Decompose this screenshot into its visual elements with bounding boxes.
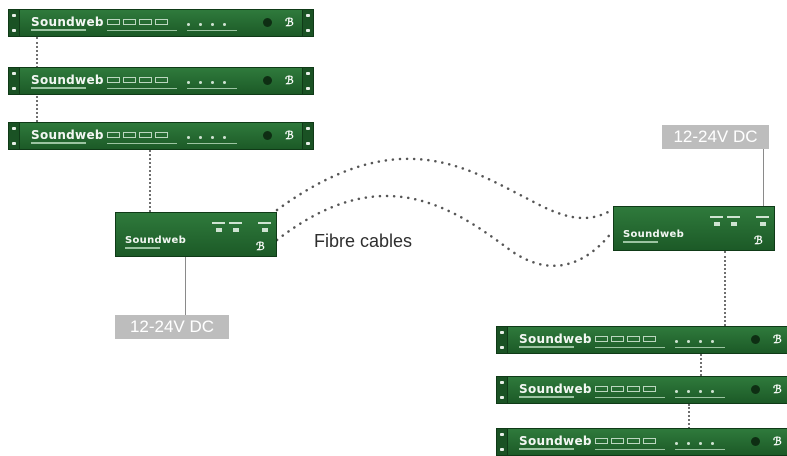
bss-logo-icon: ℬ [285, 74, 294, 87]
knob [751, 385, 760, 394]
rack-link-cable [36, 96, 38, 122]
knob [751, 437, 760, 446]
bss-logo-icon: ℬ [773, 435, 782, 448]
knob [263, 18, 272, 27]
power-cable [763, 149, 764, 207]
rack-link-cable [149, 150, 151, 212]
soundweb-rack-unit: Soundweb ℬ [496, 326, 787, 354]
knob [751, 335, 760, 344]
fibre-cable-upper [275, 157, 614, 220]
soundweb-rack-unit: Soundweb ℬ [496, 428, 787, 456]
soundweb-rack-unit: Soundweb ℬ [8, 67, 314, 95]
fibre-cable-lower [275, 194, 614, 268]
soundweb-rack-unit: Soundweb ℬ [496, 376, 787, 404]
rack-link-cable [36, 37, 38, 68]
power-cable [185, 257, 186, 315]
rack-link-cable [688, 404, 690, 429]
brand-label: Soundweb [519, 434, 592, 448]
soundweb-rack-unit: Soundweb ℬ [8, 9, 314, 37]
power-label-left: 12-24V DC [115, 315, 229, 339]
bss-logo-icon: ℬ [256, 240, 265, 253]
rack-link-cable [724, 251, 726, 326]
fibre-converter-left: Soundweb ℬ [115, 212, 277, 257]
brand-label: Soundweb [519, 382, 592, 396]
brand-label: Soundweb [31, 15, 104, 29]
power-label-right: 12-24V DC [662, 125, 769, 149]
bss-logo-icon: ℬ [773, 383, 782, 396]
bss-logo-icon: ℬ [285, 129, 294, 142]
rack-ear [9, 10, 20, 36]
bss-logo-icon: ℬ [754, 234, 763, 247]
rack-link-cable [700, 354, 702, 376]
fibre-cables-label: Fibre cables [314, 231, 413, 251]
rack-ear [302, 10, 313, 36]
brand-label: Soundweb [125, 235, 187, 246]
bss-logo-icon: ℬ [773, 333, 782, 346]
brand-label: Soundweb [31, 73, 104, 87]
knob [263, 76, 272, 85]
bss-logo-icon: ℬ [285, 16, 294, 29]
soundweb-rack-unit: Soundweb ℬ [8, 122, 314, 150]
knob [263, 131, 272, 140]
fibre-converter-right: Soundweb ℬ [613, 206, 775, 251]
brand-label: Soundweb [31, 128, 104, 142]
brand-label: Soundweb [623, 229, 685, 240]
brand-label: Soundweb [519, 332, 592, 346]
model-strip [31, 29, 86, 31]
